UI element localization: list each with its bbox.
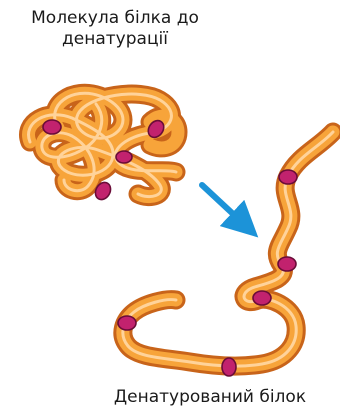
native-protein-caption: Молекула білка до денатурації — [15, 8, 215, 50]
disulfide-bond-marker — [116, 151, 132, 163]
residue-marker — [279, 170, 297, 184]
native-protein-caption-line1: Молекула білка до — [15, 8, 215, 29]
denatured-protein-caption: Денатурований білок — [90, 387, 330, 408]
native-protein-caption-line2: денатурації — [15, 29, 215, 50]
residue-marker — [222, 358, 236, 376]
residue-marker — [118, 316, 136, 330]
residue-marker — [253, 291, 271, 305]
residue-marker — [278, 257, 296, 271]
native-protein-coil — [29, 93, 178, 202]
arrow-down-right-icon — [202, 185, 246, 226]
disulfide-bond-marker — [43, 120, 61, 134]
